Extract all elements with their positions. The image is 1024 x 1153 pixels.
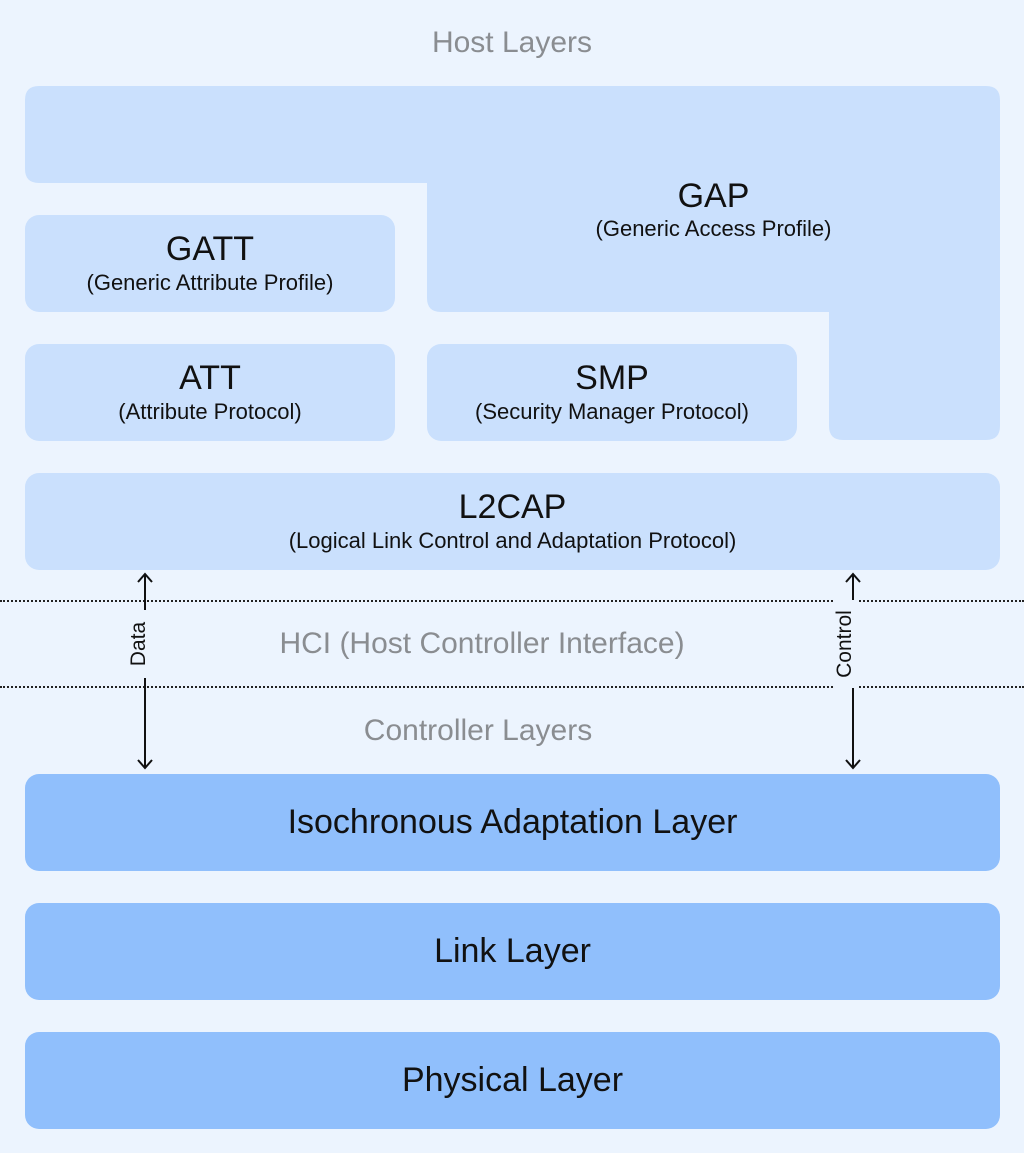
arrows-layer bbox=[137, 572, 861, 770]
hci-bottom-divider bbox=[0, 686, 1024, 688]
smp-sub: (Security Manager Protocol) bbox=[475, 398, 749, 424]
hci-top-divider bbox=[0, 600, 1024, 602]
gap-sub: (Generic Access Profile) bbox=[595, 216, 832, 242]
host-layers-label: Host Layers bbox=[431, 26, 593, 59]
data-arrow-label: Data bbox=[127, 610, 151, 678]
gap-block: GAP (Generic Access Profile) bbox=[427, 170, 1000, 250]
smp-block: SMP (Security Manager Protocol) bbox=[427, 344, 797, 441]
isochronous-name: Isochronous Adaptation Layer bbox=[287, 803, 738, 841]
att-name: ATT bbox=[179, 359, 241, 397]
gap-name: GAP bbox=[677, 176, 750, 215]
data-arrow-head-bottom bbox=[137, 759, 153, 770]
gatt-sub: (Generic Attribute Profile) bbox=[86, 269, 334, 295]
physical-layer-block: Physical Layer bbox=[25, 1032, 1000, 1129]
att-block: ATT (Attribute Protocol) bbox=[25, 344, 395, 441]
data-arrow-head-top bbox=[137, 572, 153, 583]
l2cap-sub: (Logical Link Control and Adaptation Pro… bbox=[288, 527, 737, 553]
control-arrow-head-top bbox=[845, 572, 861, 583]
smp-name: SMP bbox=[575, 359, 649, 397]
l2cap-block: L2CAP (Logical Link Control and Adaptati… bbox=[25, 473, 1000, 570]
isochronous-adaptation-layer-block: Isochronous Adaptation Layer bbox=[25, 774, 1000, 871]
controller-layers-label: Controller Layers bbox=[363, 714, 593, 747]
gap-block-shape bbox=[25, 86, 1000, 440]
link-layer-name: Link Layer bbox=[434, 932, 591, 970]
l2cap-name: L2CAP bbox=[458, 488, 567, 526]
hci-label: HCI (Host Controller Interface) bbox=[279, 627, 685, 660]
gatt-block: GATT (Generic Attribute Profile) bbox=[25, 215, 395, 312]
physical-layer-name: Physical Layer bbox=[401, 1061, 624, 1099]
control-arrow-head-bottom bbox=[845, 759, 861, 770]
link-layer-block: Link Layer bbox=[25, 903, 1000, 1000]
control-arrow-label: Control bbox=[833, 600, 857, 688]
gatt-name: GATT bbox=[165, 230, 255, 268]
att-sub: (Attribute Protocol) bbox=[118, 398, 302, 424]
